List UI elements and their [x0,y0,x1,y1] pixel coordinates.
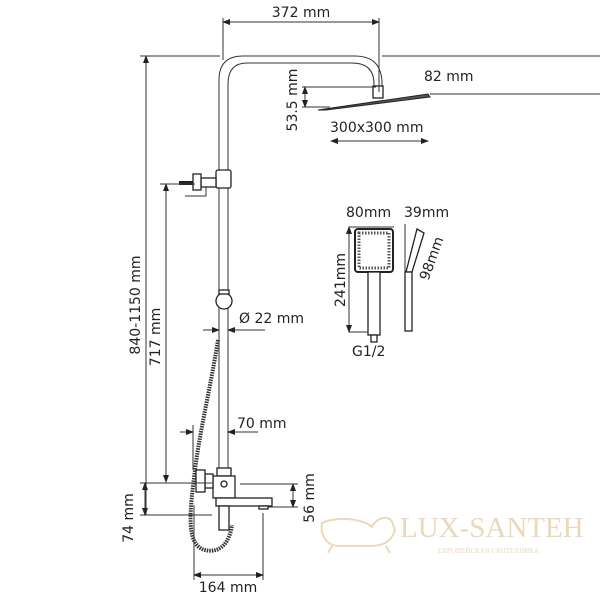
hand-shower-side: 39mm 98mm [404,205,449,332]
label-mixer-height: 74 mm [121,493,137,543]
dimension-wall-offset: 70 mm [180,416,287,470]
watermark-brand: LUX-SANTEH [400,512,584,544]
head-connector [372,85,384,99]
bath-spout [215,497,273,507]
hose-outlet [218,505,230,531]
shower-hose [188,339,234,553]
hand-shower-holder [179,173,217,197]
slider-cap [218,289,230,295]
dimension-bar-height: 717 mm [148,183,195,483]
dimension-head-thickness: 82 mm [382,55,600,95]
diverter-knob [220,480,228,488]
label-arm-length: 372 mm [272,5,330,21]
dimension-spout-drop: 56 mm [240,473,318,523]
mixer-handle-cap [195,469,206,493]
bathtub-logo [320,516,397,554]
watermark-tagline: ЕВРОПЕЙСКАЯ САНТЕХНИКА [438,547,539,555]
slider-knob [215,292,233,310]
label-pipe-diameter: Ø 22 mm [239,311,304,327]
dimension-mixer-height: 74 mm [121,482,212,543]
label-head-size: 300x300 mm [330,120,423,136]
dimension-height-range: 840-1150 mm [128,55,220,515]
label-bar-height: 717 mm [148,308,164,366]
label-spout-drop: 56 mm [302,473,318,523]
label-head-drop: 53.5 mm [285,69,301,132]
label-wall-offset: 70 mm [237,416,287,432]
hand-shower-front: 80mm 241mm G1/2 [333,205,394,360]
dimension-head-drop: 53.5 mm [285,69,376,132]
wall-bracket-joint [215,169,232,189]
dimension-arm-length: 372 mm [222,5,380,92]
label-thread: G1/2 [352,344,385,360]
label-hand-depth: 39mm [404,205,449,221]
watermark: LUX-SANTEH ЕВРОПЕЙСКАЯ САНТЕХНИКА [320,512,584,555]
riser-pipe [215,55,384,480]
overhead-shower-head [317,93,431,111]
dimension-spout-length: 164 mm [193,505,264,596]
label-height-range: 840-1150 mm [128,255,144,354]
mixer [195,467,273,531]
label-hand-length: 241mm [333,253,349,307]
mixer-handle [204,473,214,489]
label-hand-width: 80mm [346,205,391,221]
label-spout-length: 164 mm [199,580,257,596]
dimension-head-size: 300x300 mm [330,120,429,144]
label-head-thickness: 82 mm [424,69,474,85]
dimension-pipe-diameter: Ø 22 mm [203,311,304,333]
